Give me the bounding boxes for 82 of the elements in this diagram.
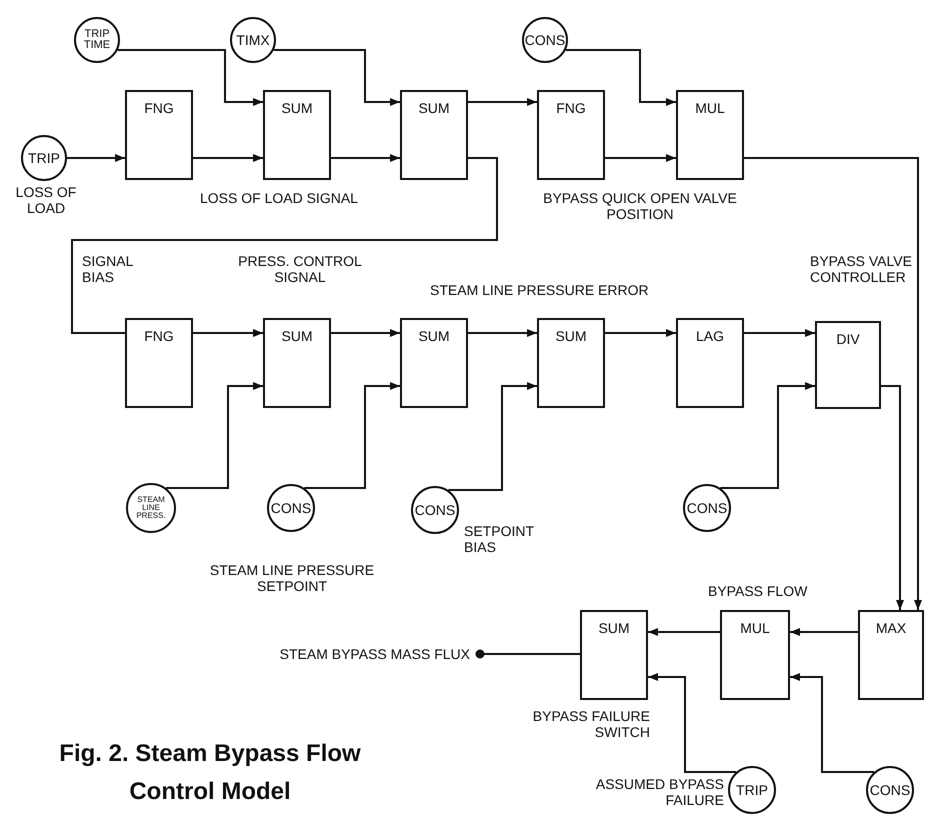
signal-label: BYPASS FLOW bbox=[708, 583, 808, 599]
arrow bbox=[605, 154, 676, 162]
block-label: TRIP bbox=[28, 151, 60, 165]
block-box bbox=[537, 318, 605, 408]
arrow bbox=[605, 329, 676, 337]
block-box bbox=[125, 90, 193, 180]
block-box bbox=[400, 318, 468, 408]
source-circle bbox=[683, 484, 731, 532]
arrow bbox=[468, 98, 537, 106]
output-connector bbox=[476, 650, 580, 658]
block-label: STEAM LINE PRESS. bbox=[135, 496, 167, 520]
block-label: CONS bbox=[270, 501, 312, 515]
arrow bbox=[744, 157, 922, 610]
block-box bbox=[676, 90, 744, 180]
block-box bbox=[858, 610, 924, 700]
block-label: TRIP TIME bbox=[82, 29, 112, 51]
block-label: SUM bbox=[555, 328, 587, 344]
arrow bbox=[448, 382, 537, 491]
block-box bbox=[125, 318, 193, 408]
source-circle bbox=[126, 483, 176, 533]
source-circle bbox=[230, 17, 276, 63]
source-circle bbox=[866, 766, 914, 814]
block-label: SUM bbox=[281, 100, 313, 116]
signal-label: BYPASS FAILURE SWITCH bbox=[532, 708, 650, 740]
arrow bbox=[720, 382, 815, 489]
block-label: TRIP bbox=[736, 783, 768, 797]
block-box bbox=[815, 321, 881, 409]
arrow bbox=[790, 673, 874, 773]
block-box bbox=[263, 318, 331, 408]
arrow bbox=[790, 628, 858, 636]
signal-label: SIGNAL BIAS bbox=[82, 253, 134, 285]
arrow bbox=[67, 154, 125, 162]
block-label: TIMX bbox=[236, 33, 270, 47]
arrow bbox=[304, 382, 400, 489]
block-label: DIV bbox=[836, 331, 860, 347]
block-label: CONS bbox=[414, 503, 456, 517]
block-label: FNG bbox=[144, 328, 174, 344]
block-label: LAG bbox=[696, 328, 724, 344]
arrow bbox=[331, 329, 400, 337]
block-box bbox=[720, 610, 790, 700]
block-label: CONS bbox=[524, 33, 566, 47]
signal-label: ASSUMED BYPASS FAILURE bbox=[594, 776, 724, 808]
arrow bbox=[331, 154, 400, 162]
arrow bbox=[566, 49, 676, 106]
source-circle bbox=[74, 17, 120, 63]
block-label: STEAM BYPASS MASS FLUX bbox=[280, 646, 470, 662]
block-label: MAX bbox=[876, 620, 906, 636]
block-box bbox=[537, 90, 605, 180]
signal-label: STEAM LINE PRESSURE ERROR bbox=[430, 282, 650, 298]
signal-label: STEAM LINE PRESSURE SETPOINT bbox=[208, 562, 376, 594]
block-label: FNG bbox=[556, 100, 586, 116]
signal-label: LOSS OF LOAD bbox=[14, 184, 78, 216]
block-label: MUL bbox=[695, 100, 725, 116]
source-circle bbox=[522, 17, 568, 63]
block-label: MUL bbox=[740, 620, 770, 636]
block-box bbox=[400, 90, 468, 180]
arrow bbox=[193, 329, 263, 337]
signal-label: LOSS OF LOAD SIGNAL bbox=[200, 190, 359, 206]
arrow bbox=[744, 329, 815, 337]
figure-caption: Fig. 2. Steam Bypass Flow Control Model bbox=[58, 739, 362, 807]
arrow bbox=[648, 673, 736, 773]
arrow bbox=[881, 385, 904, 610]
block-label: CONS bbox=[870, 783, 910, 797]
signal-label: BYPASS QUICK OPEN VALVE POSITION bbox=[542, 190, 738, 222]
arrow bbox=[118, 49, 263, 106]
block-label: SUM bbox=[418, 328, 450, 344]
signal-label: BYPASS VALVE CONTROLLER bbox=[810, 253, 913, 285]
signal-label: SETPOINT BIAS bbox=[464, 523, 535, 555]
arrow bbox=[274, 49, 400, 106]
arrow bbox=[166, 382, 263, 489]
block-label: SUM bbox=[418, 100, 450, 116]
signal-label: PRESS. CONTROL SIGNAL bbox=[237, 253, 363, 285]
arrow bbox=[468, 329, 537, 337]
block-box bbox=[263, 90, 331, 180]
signal-line bbox=[71, 157, 498, 334]
block-label: CONS bbox=[686, 501, 728, 515]
block-label: SUM bbox=[281, 328, 313, 344]
arrow bbox=[193, 154, 263, 162]
block-box bbox=[676, 318, 744, 408]
block-label: SUM bbox=[598, 620, 630, 636]
block-label: FNG bbox=[144, 100, 174, 116]
arrow bbox=[648, 628, 720, 636]
